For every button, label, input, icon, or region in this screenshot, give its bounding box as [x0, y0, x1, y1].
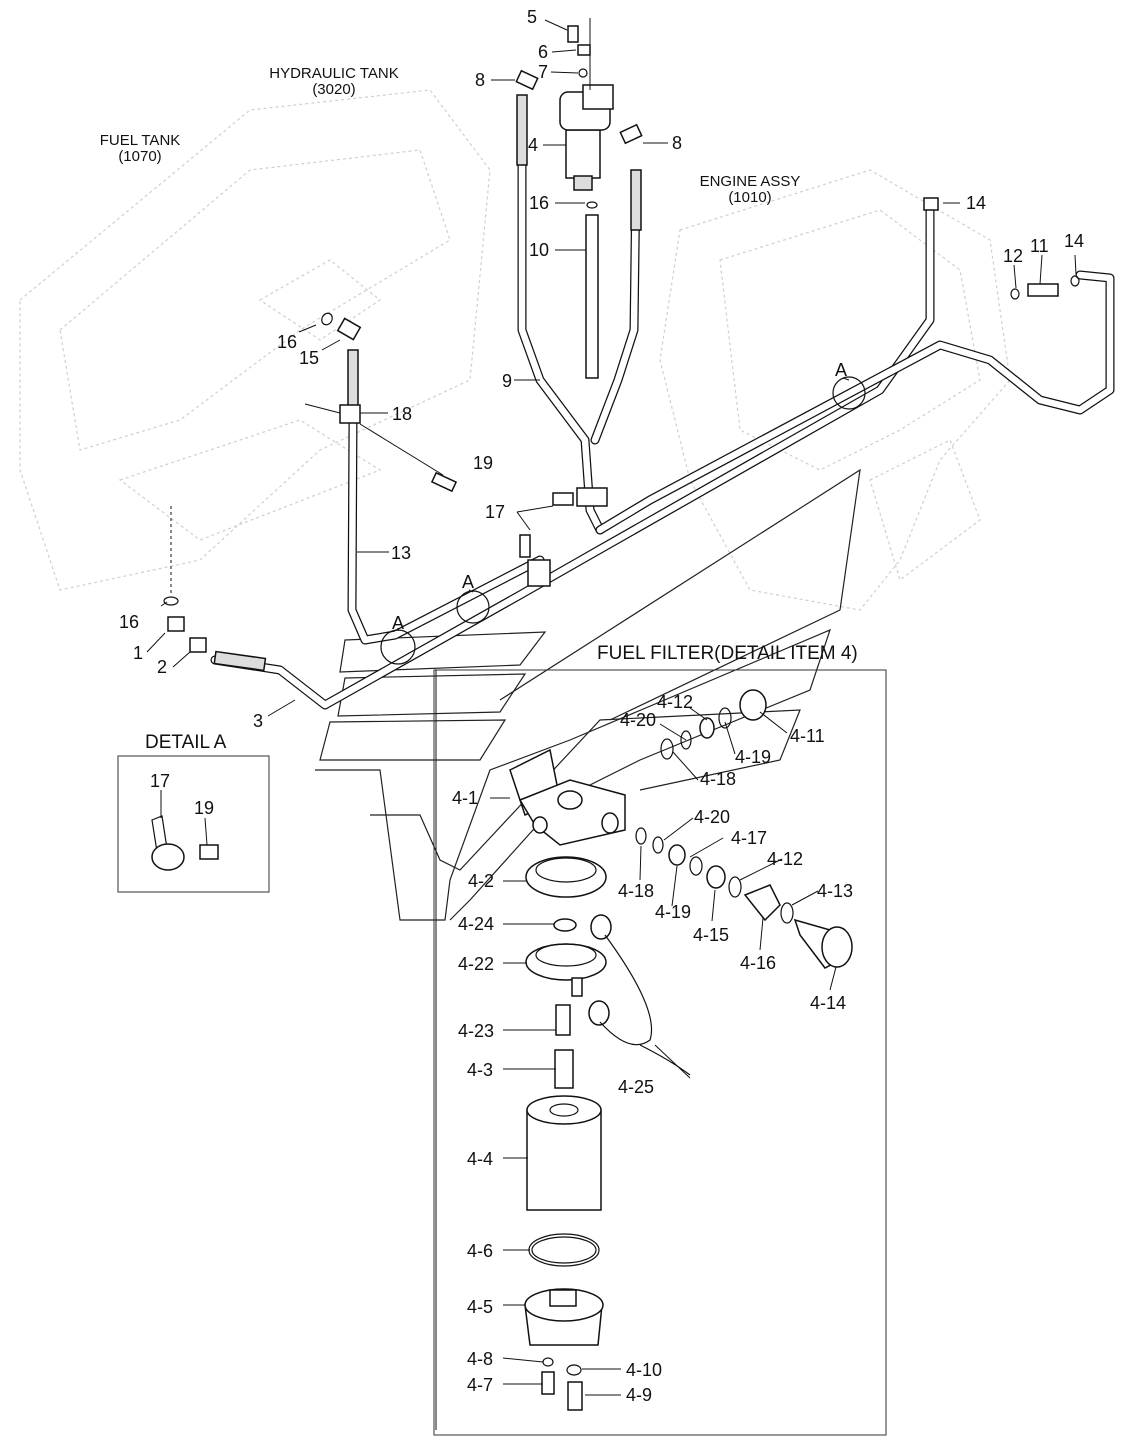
part-label-13: 13 [391, 543, 411, 563]
clamps [339, 404, 608, 587]
filter-label-4-3: 4-3 [467, 1060, 493, 1080]
filter-label-4-18: 4-18 [618, 881, 654, 901]
filter-label-4-13: 4-13 [817, 881, 853, 901]
pipe-13 [347, 415, 545, 645]
detail-a-label-17: 17 [150, 771, 170, 791]
filter-label-4-16: 4-16 [740, 953, 776, 973]
filter-label-4-17: 4-17 [731, 828, 767, 848]
filter-part-labels: 4-12 4-20 4-11 4-19 4-18 4-1 4-20 4-17 4… [452, 692, 853, 1405]
filter-label-4-10: 4-10 [626, 1360, 662, 1380]
part-label-8: 8 [672, 133, 682, 153]
filter-label-4-20: 4-20 [620, 710, 656, 730]
filter-label-4-8: 4-8 [467, 1349, 493, 1369]
engine-assy-caption: ENGINE ASSY [700, 173, 801, 190]
fuel-tank-code: (1070) [118, 148, 161, 165]
filter-label-4-11: 4-11 [790, 726, 825, 746]
part-label-3: 3 [253, 711, 263, 731]
part-label-11: 11 [1030, 236, 1049, 256]
part-label-12: 12 [1003, 246, 1023, 266]
filter-label-4-23: 4-23 [458, 1021, 494, 1041]
filter-label-4-24: 4-24 [458, 914, 494, 934]
part-label-18: 18 [392, 404, 412, 424]
filter-label-4-5: 4-5 [467, 1297, 493, 1317]
filter-label-4-19: 4-19 [655, 902, 691, 922]
hydraulic-tank-code: (3020) [312, 81, 355, 98]
detail-a-drawing [151, 815, 219, 871]
part-label-9: 9 [502, 371, 512, 391]
fuel-filter-title: FUEL FILTER(DETAIL ITEM 4) [597, 643, 858, 664]
main-part-labels: 5 6 7 8 8 4 16 10 14 12 11 14 16 15 9 A … [119, 7, 1084, 818]
filter-detail-parts [509, 689, 853, 1411]
filter-label-4-12: 4-12 [657, 692, 693, 712]
hydraulic-tank-caption: HYDRAULIC TANK [269, 65, 398, 82]
fuel-tank-caption: FUEL TANK [100, 132, 181, 149]
part-label-2: 2 [157, 657, 167, 677]
filter-label-4-25: 4-25 [618, 1077, 654, 1097]
leader-lines [146, 19, 1077, 1430]
top-filter-assembly [515, 18, 643, 209]
filter-label-4-19: 4-19 [735, 747, 771, 767]
filter-label-4-14: 4-14 [810, 993, 846, 1013]
filter-label-4-15: 4-15 [693, 925, 729, 945]
filter-label-4-18: 4-18 [700, 769, 736, 789]
detail-a-title: DETAIL A [145, 732, 227, 753]
filter-label-4-4: 4-4 [467, 1149, 493, 1169]
filter-label-4-1: 4-1 [452, 788, 478, 808]
pipe-9 [517, 95, 641, 535]
filter-label-4-20: 4-20 [694, 807, 730, 827]
part-label-16: 16 [119, 612, 139, 632]
part-label-7: 7 [538, 62, 548, 82]
part-label-6: 6 [538, 42, 548, 62]
part-label-10: 10 [529, 240, 549, 260]
filter-label-4-22: 4-22 [458, 954, 494, 974]
filter-leader-lines [490, 707, 837, 1396]
detail-marker-a: A [392, 613, 404, 633]
pipe-return [595, 270, 1115, 535]
filter-label-4-7: 4-7 [467, 1375, 493, 1395]
filter-label-4-2: 4-2 [468, 871, 494, 891]
detail-marker-a: A [462, 572, 474, 592]
part-label-5: 5 [527, 7, 537, 27]
fittings-left [163, 312, 458, 653]
background-ghost-outlines [19, 89, 1011, 611]
part-label-19: 19 [473, 453, 493, 473]
pipe-3 [210, 205, 935, 710]
fuel-filter-detail-frame [433, 669, 887, 1436]
hose-ends [213, 94, 642, 672]
filter-label-4-9: 4-9 [626, 1385, 652, 1405]
part-label-15: 15 [299, 348, 319, 368]
filter-label-4-12: 4-12 [767, 849, 803, 869]
captions: HYDRAULIC TANK (3020) FUEL TANK (1070) E… [100, 65, 858, 753]
engine-assy-code: (1010) [728, 189, 771, 206]
part-label-8: 8 [475, 70, 485, 90]
filter-label-4-6: 4-6 [467, 1241, 493, 1261]
part-label-17: 17 [485, 502, 505, 522]
part-label-1: 1 [133, 643, 143, 663]
pipe-10 [585, 214, 599, 379]
part-label-14: 14 [1064, 231, 1084, 251]
fittings-right [923, 197, 1080, 300]
part-label-16: 16 [277, 332, 297, 352]
detail-marker-a: A [835, 360, 847, 380]
part-label-14: 14 [966, 193, 986, 213]
detail-a-label-19: 19 [194, 798, 214, 818]
detail-a-frame [117, 755, 270, 893]
part-label-4: 4 [528, 135, 538, 155]
part-label-16: 16 [529, 193, 549, 213]
